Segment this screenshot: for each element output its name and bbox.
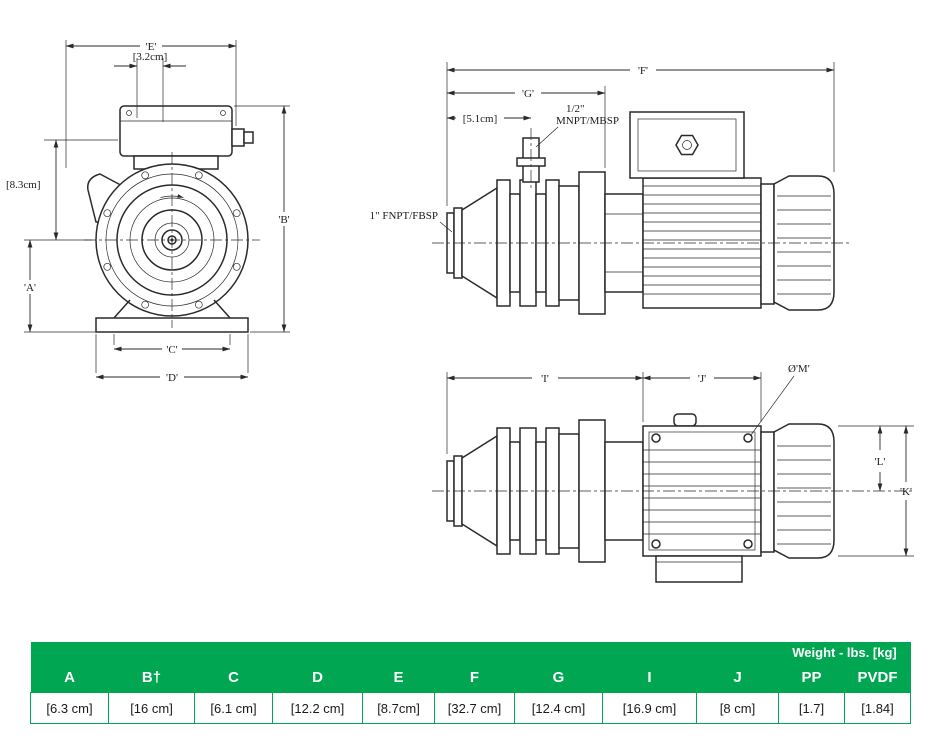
column-header: I [602,662,697,693]
value-cell: [1.84] [843,692,912,724]
column-header: J [696,662,779,693]
dim-label-8-3cm: [8.3cm] [6,179,41,191]
column-header: D [272,662,363,693]
column-header: PP [778,662,845,693]
dim-label-e: 'E' [146,41,157,53]
side-view-top: 'F' 'G' [5.1cm] 1/2" MNPT/MBSP 1" FNPT/F… [370,62,852,315]
dim-label-3-2cm: [3.2cm] [133,51,168,63]
mounting-hole [743,433,753,443]
column-header: C [194,662,273,693]
column-header: PVDF [844,662,911,693]
weight-header: Weight - lbs. [kg] [778,642,911,662]
mounting-hole [651,433,661,443]
value-cell: [6.3 cm] [30,692,109,724]
mounting-hole [743,539,753,549]
column-header: G [514,662,603,693]
weight-header-row: Weight - lbs. [kg] [30,642,911,662]
lifting-lug [673,413,697,427]
column-header: E [362,662,435,693]
junction-box-side [629,111,745,179]
dim-label-5-1cm: [5.1cm] [463,113,498,125]
dim-label-l: 'L' [875,456,886,468]
dim-label-j: 'J' [698,373,706,385]
dim-label-k: 'K' [900,486,912,498]
dim-label-b: 'B' [278,214,289,226]
dim-label-d: 'D' [166,372,178,384]
column-header: F [434,662,515,693]
value-cell: [12.4 cm] [514,692,603,724]
gland-nut [675,134,699,156]
value-cell: [8.7cm] [362,692,435,724]
value-cell: [1.7] [778,692,845,724]
value-cell: [16.9 cm] [602,692,697,724]
front-view: 'E' [3.2cm] [8.3cm] 'B' 'A' 'C' 'D' [6,40,290,384]
column-header: B† [108,662,195,693]
value-cell: [12.2 cm] [272,692,363,724]
cable-gland [231,128,245,147]
side-view-bottom: 'I' 'J' Ø'M' 'L' 'K' [432,363,914,583]
dim-label-c: 'C' [166,344,177,356]
dimension-table: Weight - lbs. [kg] A B† C D E F G I J PP… [30,642,912,724]
weight-row-spacer [30,642,779,662]
mounting-foot [655,555,743,583]
value-cell: [6.1 cm] [194,692,273,724]
port-thread-label: MNPT/MBSP [556,115,619,127]
value-cell: [8 cm] [696,692,779,724]
dim-label-i: 'I' [541,373,549,385]
dim-label-a: 'A' [24,282,36,294]
mounting-hole [651,539,661,549]
dim-label-g: 'G' [522,88,534,100]
column-header: A [30,662,109,693]
pump-dimension-drawing: 'E' [3.2cm] [8.3cm] 'B' 'A' 'C' 'D' [6,40,914,583]
value-cell: [32.7 cm] [434,692,515,724]
port-size-label: 1/2" [566,103,585,115]
dim-label-m: Ø'M' [788,363,810,375]
value-cell: [16 cm] [108,692,195,724]
inlet-thread-label: 1" FNPT/FBSP [370,210,438,222]
column-header-row: A B† C D E F G I J PP PVDF [30,662,911,693]
dim-label-f: 'F' [638,65,648,77]
value-row: [6.3 cm] [16 cm] [6.1 cm] [12.2 cm] [8.7… [30,692,912,724]
